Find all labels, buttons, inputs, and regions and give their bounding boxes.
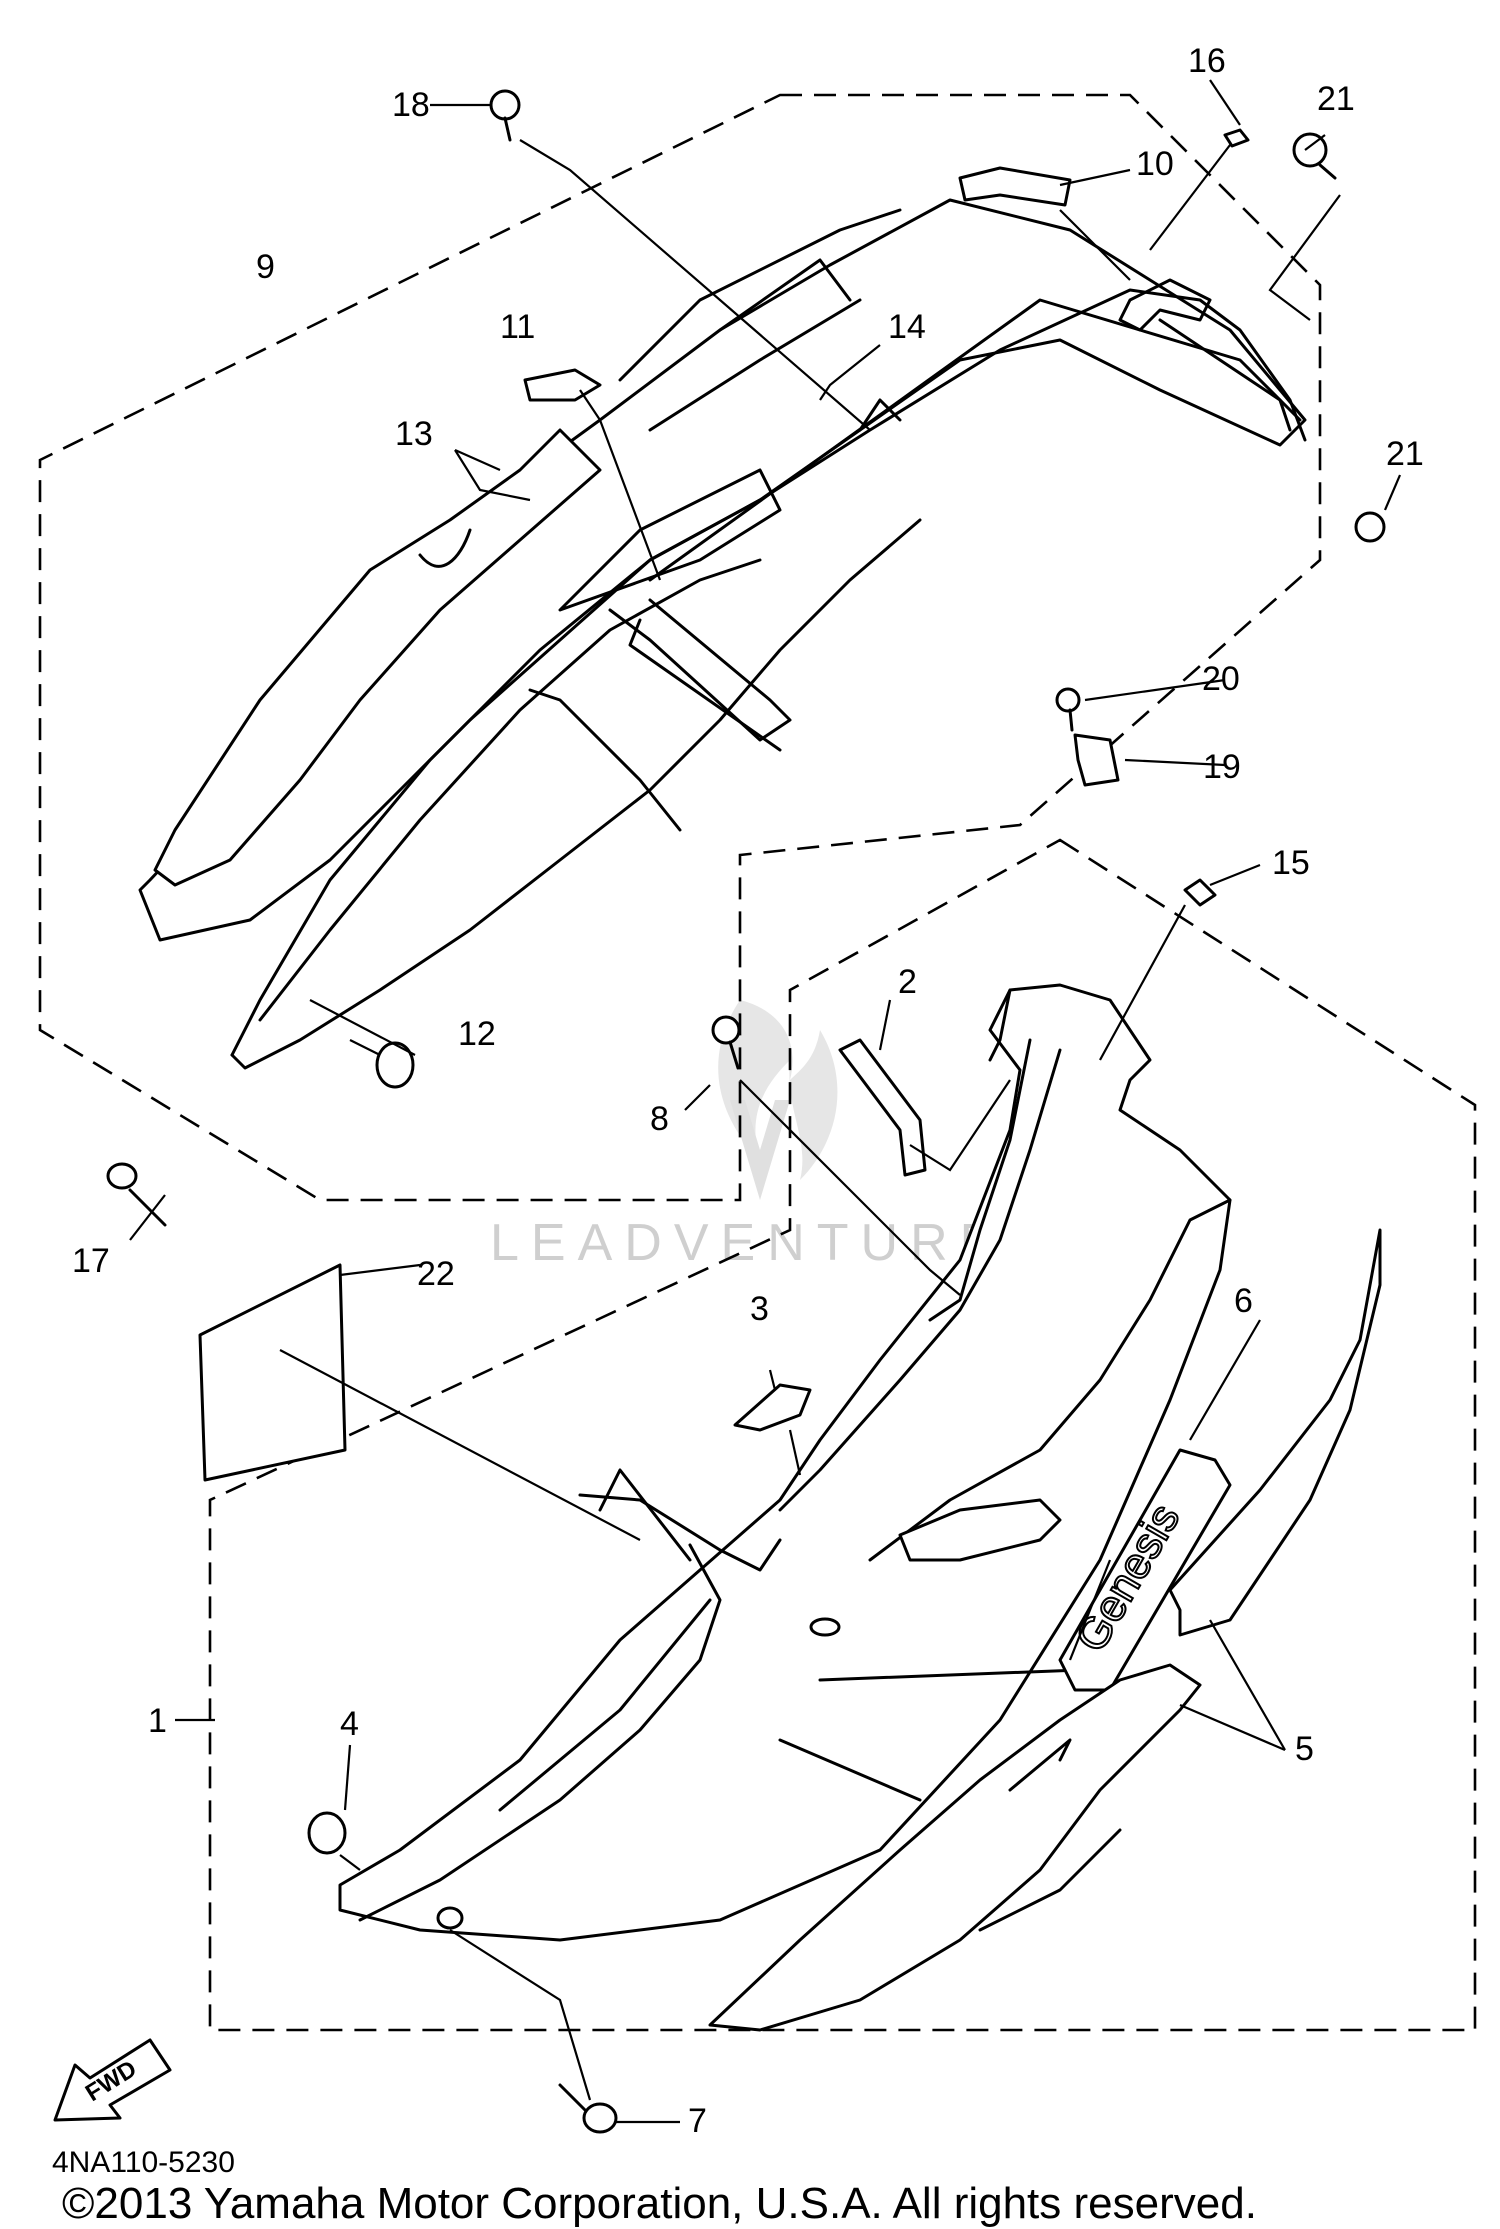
callout-8: 8 xyxy=(650,1100,669,1138)
part-2-strip xyxy=(838,1038,927,1177)
part-11-pad xyxy=(523,368,602,402)
callout-labels: 1 2 3 4 5 6 7 8 9 10 11 12 13 14 15 16 1… xyxy=(72,42,1424,2140)
callout-6: 6 xyxy=(1234,1282,1253,1320)
callout-19: 19 xyxy=(1203,748,1241,786)
callout-12: 12 xyxy=(458,1015,496,1053)
part-16-pad xyxy=(1223,128,1250,148)
part-3-pad xyxy=(733,1383,812,1432)
screw-20 xyxy=(1055,687,1081,732)
bolt-21-top xyxy=(1292,132,1337,180)
screw-8 xyxy=(711,1015,741,1070)
part-10-strip xyxy=(958,166,1072,207)
callout-18: 18 xyxy=(392,86,430,124)
callout-1: 1 xyxy=(148,1702,167,1740)
lower-edge-strips xyxy=(708,1228,1382,2032)
leader-lines xyxy=(129,79,1402,2124)
bolt-17 xyxy=(106,1162,167,1227)
lower-side-cover xyxy=(338,983,1232,1942)
callout-16: 16 xyxy=(1188,42,1226,80)
watermark-text: LEADVENTURE xyxy=(490,1214,1006,1272)
callout-3: 3 xyxy=(750,1290,769,1328)
watermark-v-icon xyxy=(730,1100,790,1200)
upper-edge-strip xyxy=(153,208,902,887)
lower-group-outline xyxy=(208,838,1477,2032)
callout-14: 14 xyxy=(888,308,926,346)
copyright-notice: ©2013 Yamaha Motor Corporation, U.S.A. A… xyxy=(62,2179,1257,2228)
callout-21-side: 21 xyxy=(1386,435,1424,473)
callout-4: 4 xyxy=(340,1705,359,1743)
callout-10: 10 xyxy=(1136,145,1174,183)
callout-5: 5 xyxy=(1295,1730,1314,1768)
grommet-4 xyxy=(307,1811,347,1855)
fwd-arrow-icon: FWD xyxy=(53,2038,172,2122)
callout-2: 2 xyxy=(898,963,917,1001)
part-15-pad xyxy=(1183,878,1217,907)
callout-15: 15 xyxy=(1272,844,1310,882)
callout-7: 7 xyxy=(688,2102,707,2140)
screw-18 xyxy=(489,89,521,142)
callout-13: 13 xyxy=(395,415,433,453)
bolt-21-side xyxy=(1354,511,1386,543)
callout-11: 11 xyxy=(500,308,535,346)
grommet-12 xyxy=(375,1041,415,1089)
part-22-sticker xyxy=(198,1263,347,1482)
bolt-7 xyxy=(558,2083,618,2134)
upper-side-cover xyxy=(138,198,1307,1070)
callout-21-top: 21 xyxy=(1317,80,1355,118)
upper-group-outline xyxy=(38,93,1322,1202)
callout-22: 22 xyxy=(417,1255,455,1293)
callout-20: 20 xyxy=(1202,660,1240,698)
callout-17: 17 xyxy=(72,1242,110,1280)
clip-19 xyxy=(1073,733,1120,787)
diagram-code: 4NA110-5230 xyxy=(52,2146,235,2179)
callout-9: 9 xyxy=(256,248,275,286)
watermark: LEADVENTURE xyxy=(490,1000,1006,1272)
